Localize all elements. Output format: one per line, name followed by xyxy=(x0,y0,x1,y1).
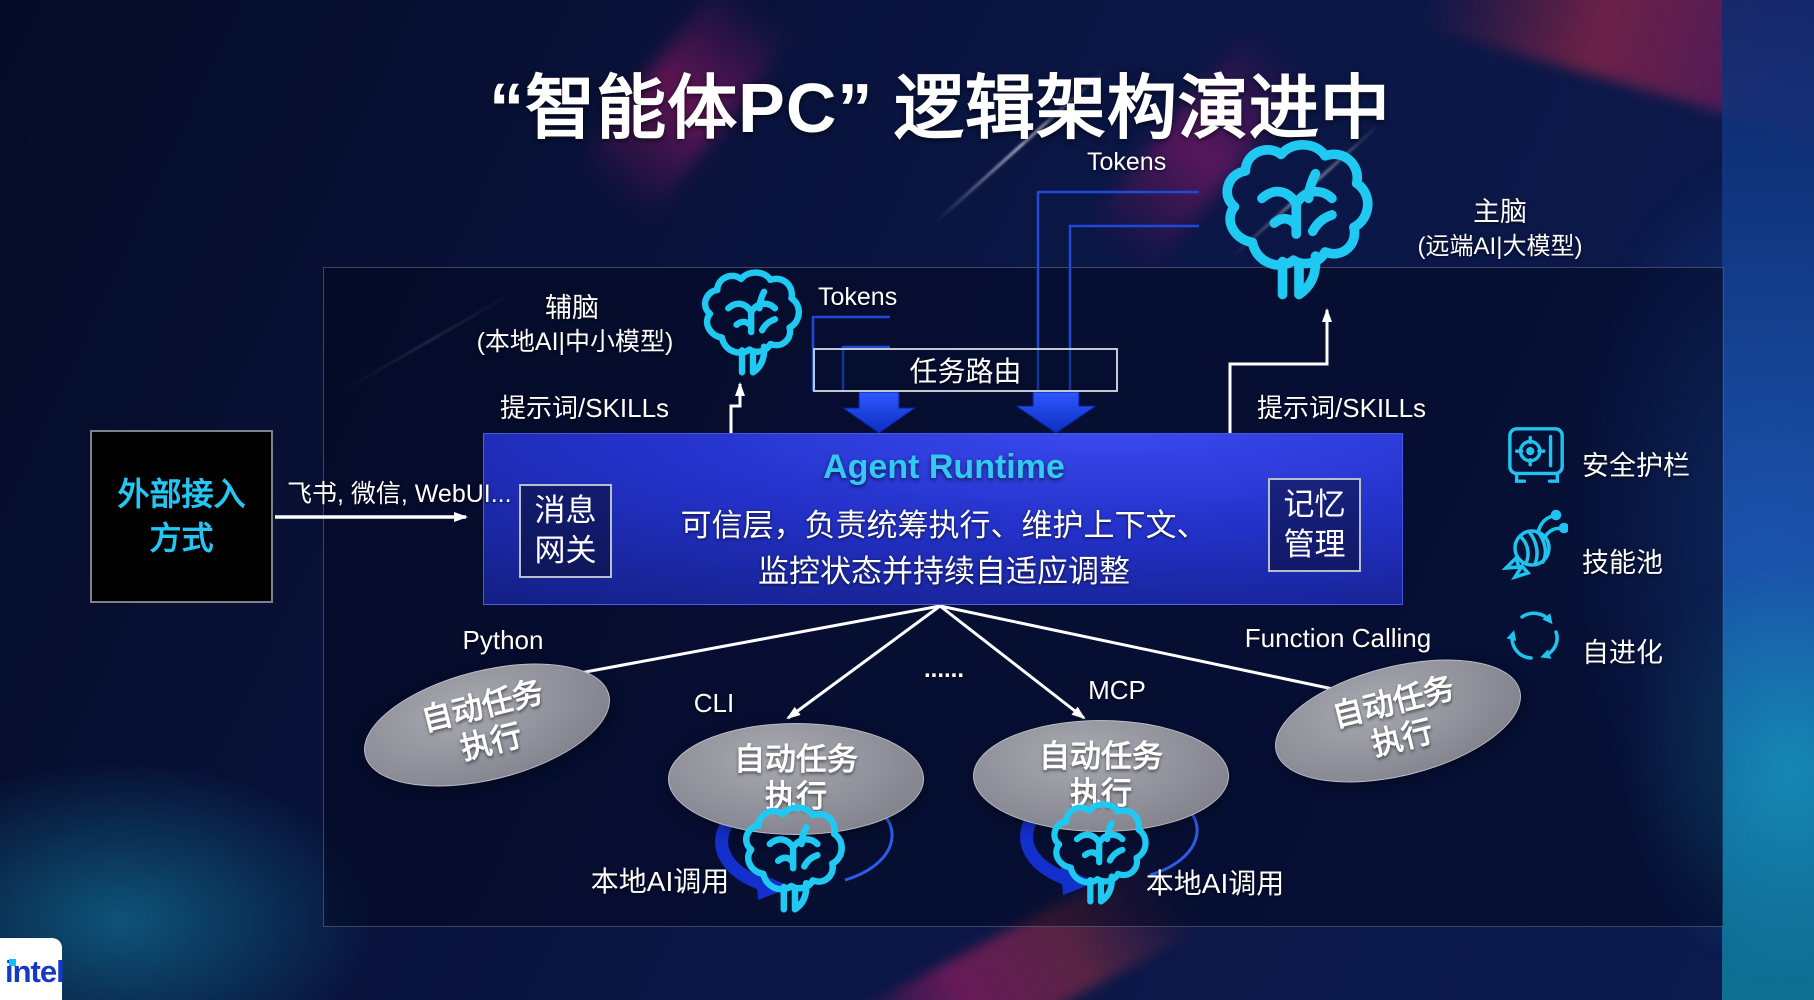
external-access-line1: 外部接入 xyxy=(117,476,246,513)
arrow-to-aux-brain xyxy=(729,382,745,433)
external-access-line2: 方式 xyxy=(149,519,214,556)
intel-logo-dot xyxy=(9,959,16,966)
right-light-band xyxy=(1722,0,1814,1000)
bee-icon xyxy=(1502,509,1568,581)
local-brain-right-icon xyxy=(1046,800,1156,905)
connector-cli: CLI xyxy=(693,688,735,718)
task-router-box: 任务路由 xyxy=(813,348,1118,392)
main-brain-detail: (远端AI|大模型) xyxy=(1417,233,1583,260)
local-ai-call-right-label: 本地AI调用 xyxy=(1145,868,1285,899)
local-ai-call-left-label: 本地AI调用 xyxy=(590,866,730,897)
connector-dots: ...... xyxy=(923,656,965,683)
task-router-arrow-right xyxy=(1014,391,1098,434)
feature-label-self-evolve: 自进化 xyxy=(1582,638,1663,668)
tokens-top-label: Tokens xyxy=(1087,148,1167,176)
aux-brain-label: 辅脑 xyxy=(545,293,599,323)
feature-label-guardrail: 安全护栏 xyxy=(1582,451,1690,481)
agent-runtime-desc-2: 监控状态并持续自适应调整 xyxy=(758,554,1130,589)
external-channels-label: 飞书, 微信, WebUI... xyxy=(287,480,512,508)
memory-manager-box: 记忆 管理 xyxy=(1268,478,1361,572)
agent-runtime-title: Agent Runtime xyxy=(823,448,1065,486)
agent-runtime-box: Agent Runtime 可信层，负责统筹执行、维护上下文、 监控状态并持续自… xyxy=(483,433,1403,605)
prompt-skills-left-label: 提示词/SKILLs xyxy=(500,393,670,423)
connector-python: Python xyxy=(462,625,544,655)
feature-label-skill-pool: 技能池 xyxy=(1582,548,1663,578)
tokens-pipe-top xyxy=(1036,190,1199,391)
main-brain-icon xyxy=(1213,138,1385,300)
aux-brain-detail: (本地AI|中小模型) xyxy=(476,328,674,356)
auto-task-ellipse-3: 自动任务执行 xyxy=(973,720,1229,832)
main-brain-label: 主脑 xyxy=(1473,197,1527,227)
auto-task-ellipse-2: 自动任务执行 xyxy=(668,723,924,835)
task-router-arrow-left xyxy=(841,391,917,434)
aux-brain-icon xyxy=(697,268,809,376)
connector-function-calling: Function Calling xyxy=(1244,623,1432,653)
local-brain-left-icon xyxy=(737,803,853,913)
tokens-left-label: Tokens xyxy=(818,283,898,311)
page-title: “智能体PC” 逻辑架构演进中 xyxy=(489,69,1391,147)
intel-logo: intel xyxy=(0,938,65,1000)
prompt-skills-right-label: 提示词/SKILLs xyxy=(1257,393,1427,423)
connector-mcp: MCP xyxy=(1088,675,1146,705)
external-access-box: 外部接入 方式 xyxy=(90,430,273,603)
agent-runtime-desc-1: 可信层，负责统筹执行、维护上下文、 xyxy=(680,508,1208,543)
safe-icon xyxy=(1508,427,1564,483)
arrow-to-main-brain xyxy=(1228,308,1332,433)
task-router-label: 任务路由 xyxy=(909,356,1022,387)
message-gateway-box: 消息 网关 xyxy=(519,484,612,578)
recycle-icon xyxy=(1506,611,1559,660)
